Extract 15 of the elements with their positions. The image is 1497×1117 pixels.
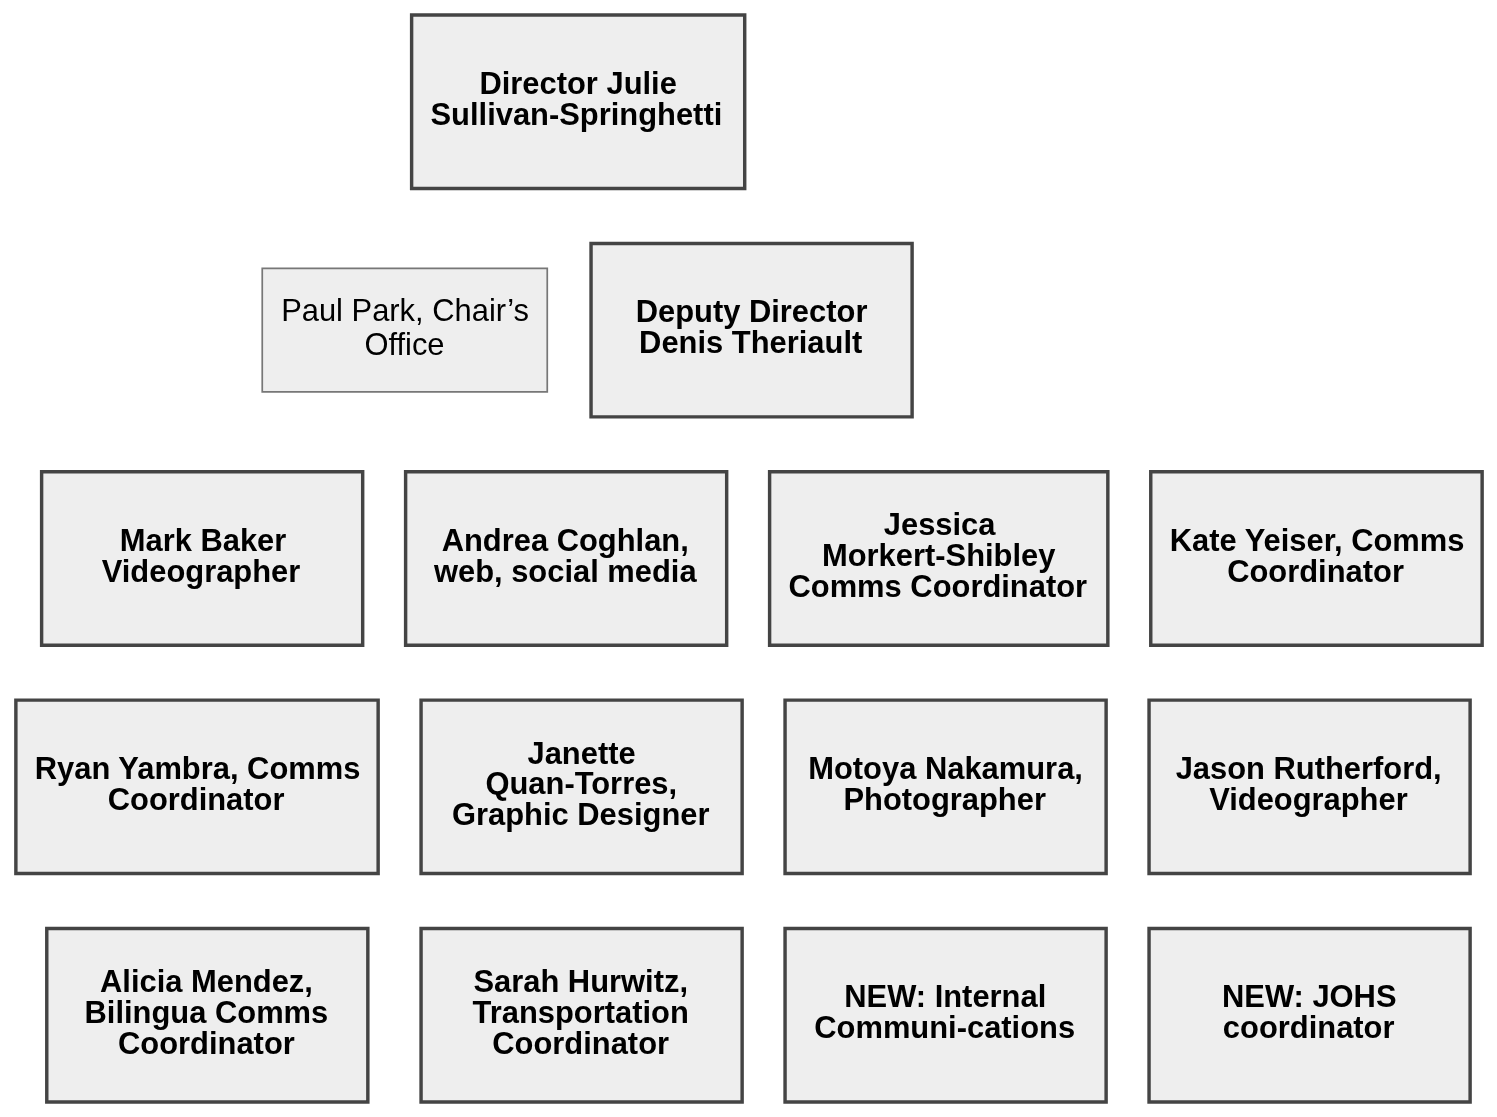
node-box: Mark Baker Videographer <box>39 470 364 647</box>
node-box: Motoya Nakamura, Photographer <box>782 698 1108 876</box>
node-box: Ryan Yambra, Comms Coordinator <box>13 698 380 876</box>
node-box: Jessica Morkert-Shibley Comms Coordinator <box>767 470 1110 647</box>
node-box: Jason Rutherford, Videographer <box>1146 698 1472 876</box>
node-box: Deputy Director Denis Theriault <box>588 241 914 419</box>
node-box: Andrea Coghlan, web, social media <box>403 470 728 647</box>
node-box: Sarah Hurwitz, Transportation Coordinator <box>418 926 744 1104</box>
node-box: NEW: JOHS coordinator <box>1146 926 1472 1104</box>
node-box: Alicia Mendez, Bilingua Comms Coordinator <box>44 926 370 1104</box>
node-box: Director Julie Sullivan-Springhetti <box>409 13 746 191</box>
node-box: Janette Quan-Torres, Graphic Designer <box>418 698 744 876</box>
node-box: Paul Park, Chair’s Office <box>260 267 548 393</box>
node-box: Kate Yeiser, Comms Coordinator <box>1148 470 1484 647</box>
node-box: NEW: Internal Communi-cations <box>782 926 1108 1104</box>
